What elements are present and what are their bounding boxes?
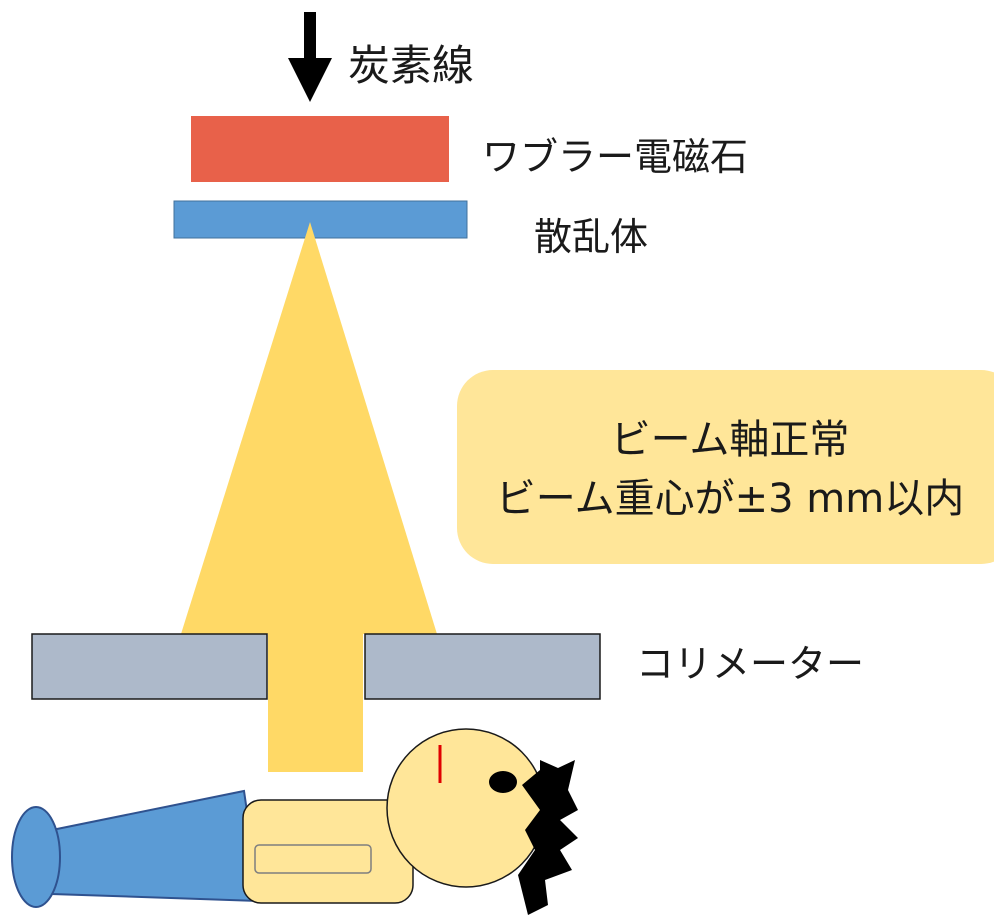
beam-cone xyxy=(181,222,437,634)
beam-label: 炭素線 xyxy=(348,41,474,90)
beam-arrow xyxy=(288,12,332,102)
status-callout: ビーム軸正常 ビーム重心が±3 mm以内 xyxy=(457,370,994,564)
callout-line-1: ビーム軸正常 xyxy=(611,417,850,463)
scatterer xyxy=(173,200,468,239)
wobbler-magnet xyxy=(191,116,449,182)
collimated-beam xyxy=(268,630,363,772)
patient-hair xyxy=(518,760,578,915)
patient-feet xyxy=(11,806,61,908)
collimator-label: コリメーター xyxy=(636,642,864,686)
wobbler-label: ワブラー電磁石 xyxy=(482,135,748,179)
patient-eye xyxy=(489,771,517,793)
scatterer-label: 散乱体 xyxy=(534,215,648,259)
patient-head xyxy=(386,728,546,888)
patient-arm xyxy=(254,844,372,874)
patient-legs xyxy=(51,789,262,903)
callout-line-2: ビーム重心が±3 mm以内 xyxy=(496,476,964,522)
collimator-left-block xyxy=(31,633,268,700)
collimator-right-block xyxy=(364,633,601,700)
patient-figure xyxy=(11,728,578,915)
